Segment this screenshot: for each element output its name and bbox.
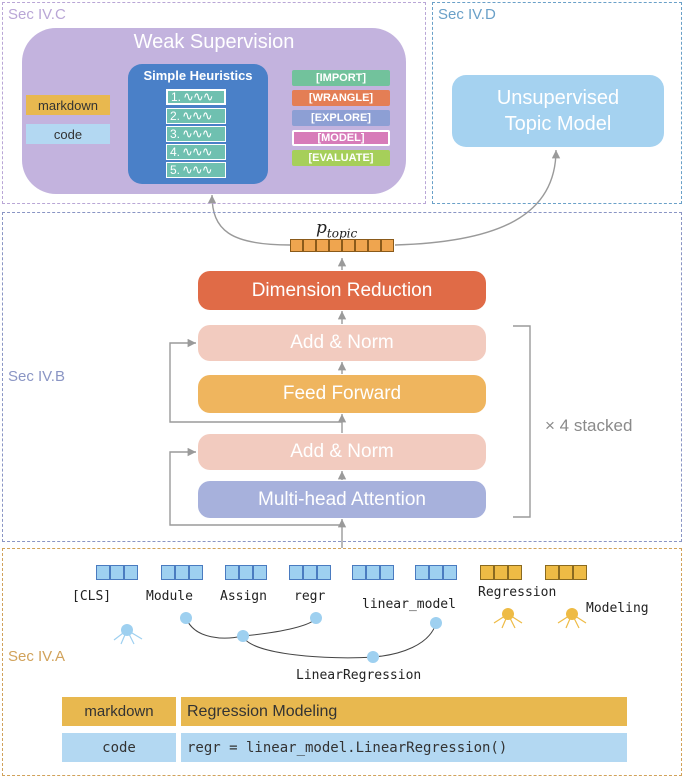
token-embedding [415,565,457,580]
section-b-label: Sec IV.B [8,368,65,385]
token-linear-regression: LinearRegression [296,668,422,683]
wave-icon: ∿∿∿ [182,144,213,159]
input-table-row-code-type: code [62,733,176,762]
wave-icon: ∿∿∿ [183,89,214,104]
section-d-label: Sec IV.D [438,6,496,23]
section-b-frame [2,212,682,542]
section-c-label: Sec IV.C [8,6,66,23]
multi-head-attention-block: Multi-head Attention [198,481,486,518]
tag-wrangle: [WRANGLE] [292,90,390,106]
heuristic-item: 3.∿∿∿ [166,126,226,142]
section-c-frame [2,2,426,204]
token-embedding [161,565,203,580]
token-regr: regr [294,589,326,604]
token-module: Module [146,589,193,604]
wave-icon: ∿∿∿ [182,108,213,123]
graph-node [180,612,192,624]
graph-node [121,624,133,636]
input-table-row-markdown-content: Regression Modeling [181,697,627,726]
weak-supervision-title: Weak Supervision [133,31,295,53]
graph-node [566,608,578,620]
wave-icon: ∿∿∿ [182,162,213,177]
token-embedding [96,565,138,580]
topic-model-line2: Topic Model [504,113,612,135]
token-embedding [289,565,331,580]
graph-node [310,612,322,624]
token-embedding [352,565,394,580]
graph-node [430,617,442,629]
p-topic-label: ptopic [316,218,358,241]
token-linear-model: linear_model [362,597,456,612]
token-embedding [225,565,267,580]
heuristic-item: 4.∿∿∿ [166,144,226,160]
dimension-reduction-block: Dimension Reduction [198,271,486,310]
wave-icon: ∿∿∿ [182,126,213,141]
graph-node [367,651,379,663]
p-topic-vector [290,239,394,252]
section-a-label: Sec IV.A [8,648,65,665]
code-input-chip: code [26,124,110,144]
token-embedding [545,565,587,580]
section-d-frame [432,2,682,204]
ptopic-to-weak-arrow [207,194,291,246]
section-a-frame [2,548,682,776]
markdown-input-chip: markdown [26,95,110,115]
simple-heuristics-title: Simple Heuristics [143,68,253,83]
add-norm-top-block: Add & Norm [198,325,486,361]
token-cls: [CLS] [72,589,112,604]
graph-node [237,630,249,642]
input-table-row-code-content: regr = linear_model.LinearRegression() [181,733,627,762]
topic-model-line1: Unsupervised [496,87,620,109]
ptopic-to-topic-arrow [394,149,561,246]
input-table-row-markdown-type: markdown [62,697,176,726]
tag-explore: [EXPLORE] [292,110,390,126]
heuristic-item: 1.∿∿∿ [166,89,226,105]
tag-model: [MODEL] [292,130,390,146]
token-regression: Regression [478,585,557,600]
token-modeling: Modeling [586,601,649,616]
add-norm-bottom-block: Add & Norm [198,434,486,470]
graph-node [502,608,514,620]
feed-forward-block: Feed Forward [198,375,486,413]
heuristic-item: 2.∿∿∿ [166,108,226,124]
heuristic-item: 5.∿∿∿ [166,162,226,178]
token-embedding [480,565,522,580]
tag-evaluate: [EVALUATE] [292,150,390,166]
topic-model-box: Unsupervised Topic Model [452,75,664,147]
tag-import: [IMPORT] [292,70,390,86]
token-assign: Assign [220,589,267,604]
stacked-label: × 4 stacked [545,416,633,435]
